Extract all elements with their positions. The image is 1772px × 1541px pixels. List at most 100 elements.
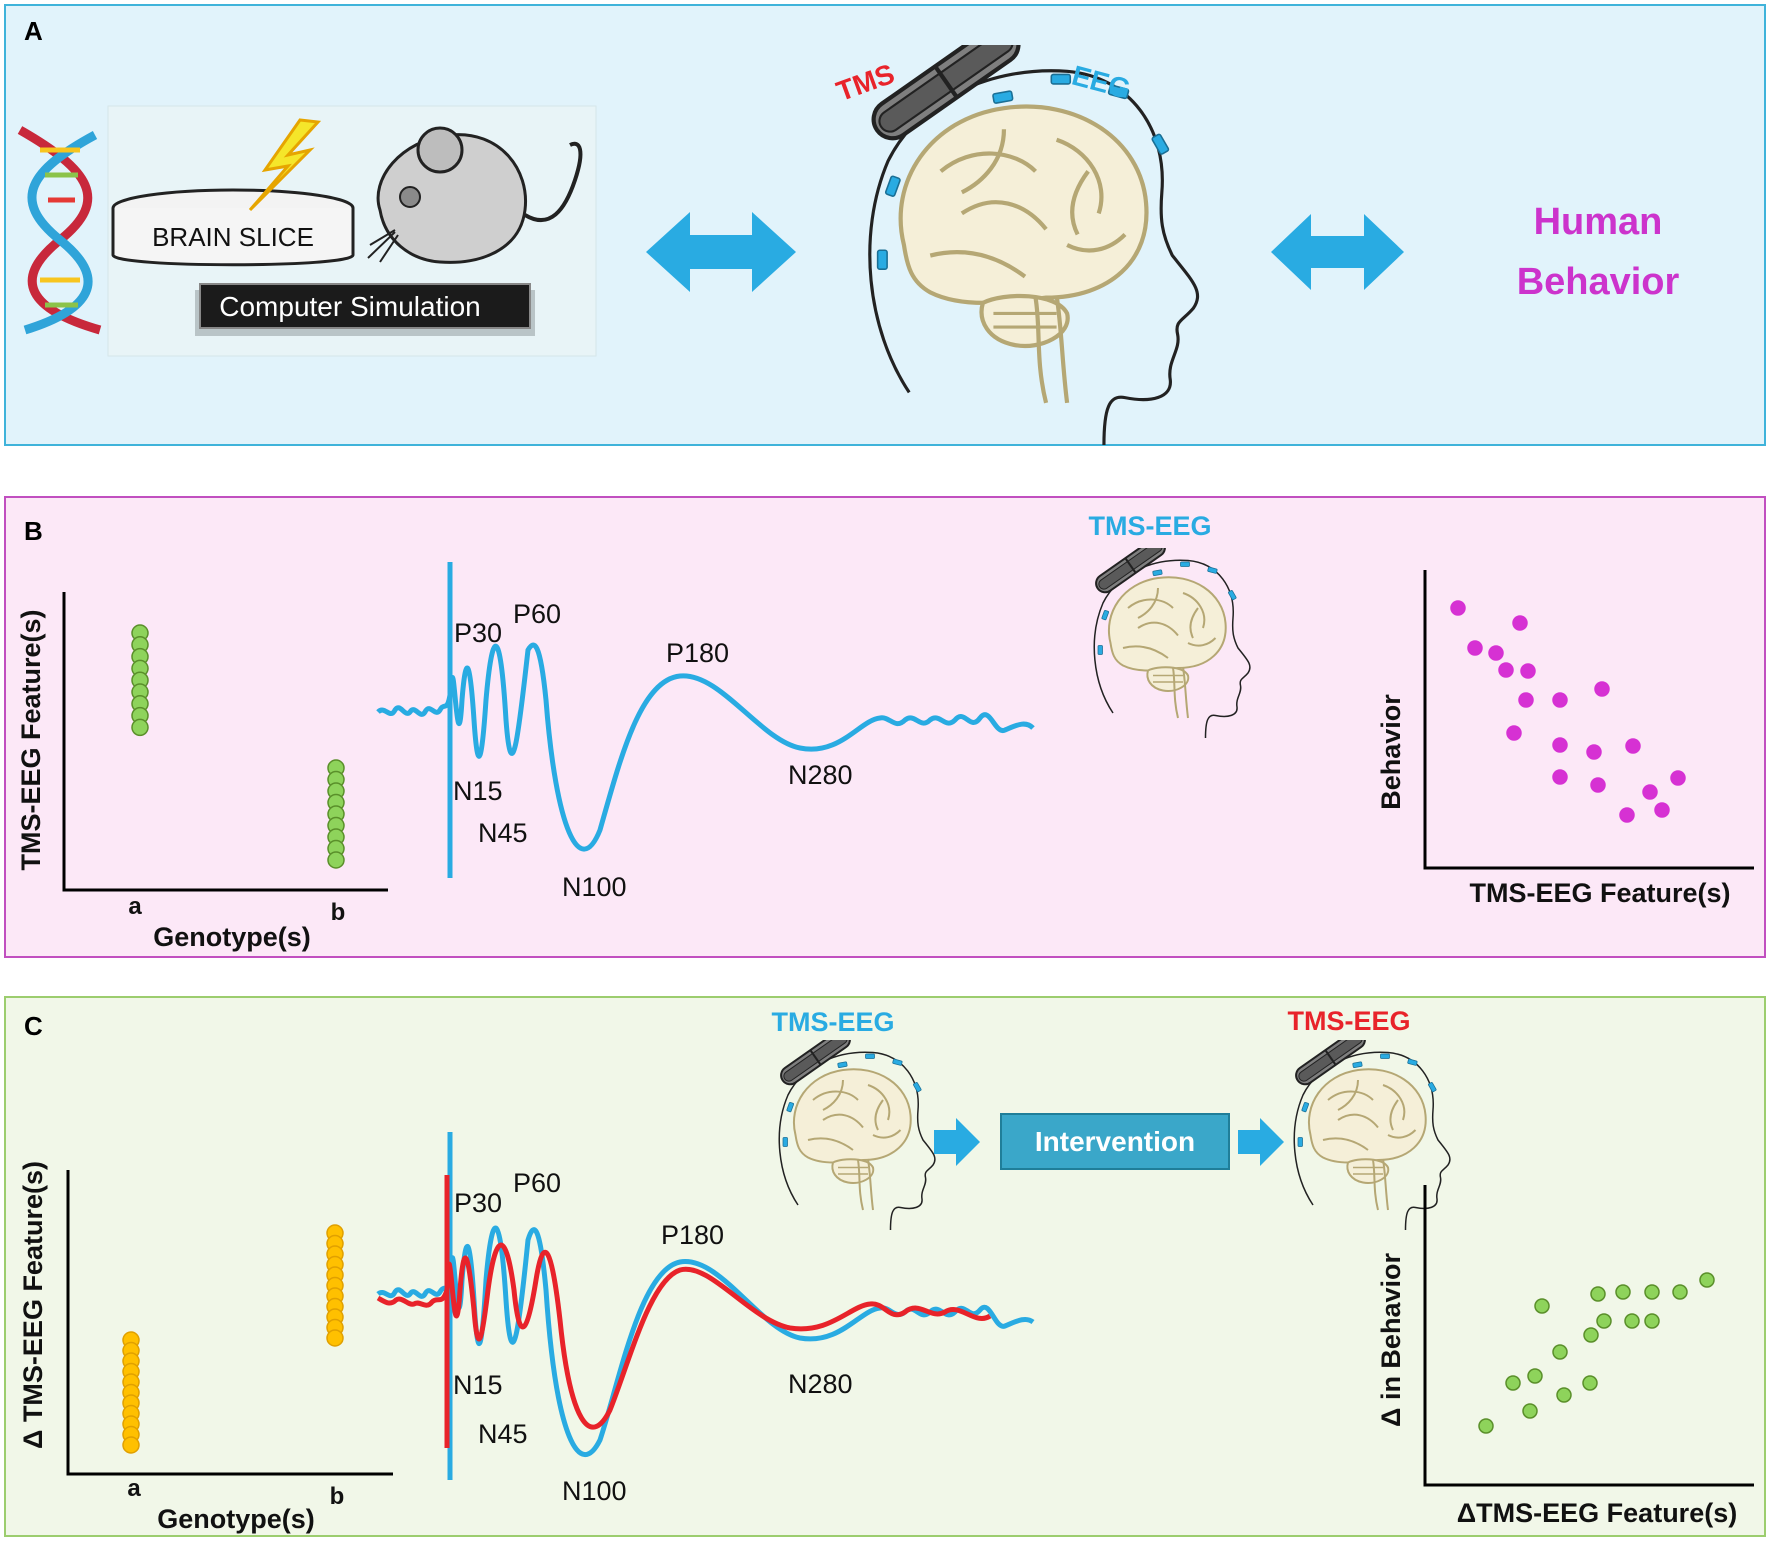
b-right-ylabel: Behavior [1376,694,1406,810]
human-behavior-line2: Behavior [1517,261,1680,303]
behavior-dot [1450,600,1466,616]
behavior-dot [1488,645,1504,661]
c-tms-eeg-head-before [776,1040,936,1230]
behavior-dot [1590,777,1606,793]
b-head-label: TMS-EEG [1088,511,1211,541]
behavior-dot [1512,615,1528,631]
genotype-b-dot [327,851,345,869]
c-peak-n280: N280 [788,1369,853,1399]
delta-behavior-dot [1505,1375,1521,1391]
c-peak-n15: N15 [453,1370,503,1400]
behavior-dot [1654,802,1670,818]
brain-slice-label: BRAIN SLICE [152,222,314,252]
delta-behavior-dot [1556,1387,1572,1403]
c-tep-waveform-before [376,1225,1035,1457]
delta-behavior-dot [1699,1272,1715,1288]
genotype-b-dot [326,1329,344,1347]
arrow-right-icon [1238,1118,1284,1166]
double-arrow-icon [1271,214,1404,290]
intervention-box [1000,1113,1230,1170]
b-peak-n100: N100 [562,872,627,902]
delta-behavior-dot [1644,1313,1660,1329]
b-behavior-scatter [1450,600,1686,823]
dna-icon [17,126,102,335]
sim-bar [199,283,531,329]
c-peak-n45: N45 [478,1419,528,1449]
genotype-a-dot [131,718,149,737]
b-tep-waveform [376,642,1035,852]
c-peak-p60: P60 [513,1168,561,1198]
b-right-axes [1423,570,1754,870]
b-right-xlabel: TMS-EEG Feature(s) [1469,878,1730,908]
c-left-axes [66,1170,393,1476]
c-behavior-scatter [1478,1272,1715,1434]
behavior-dot [1625,738,1641,754]
delta-behavior-dot [1552,1344,1568,1360]
b-genotype-dots [131,624,345,869]
delta-behavior-dot [1596,1313,1612,1329]
b-peak-p30: P30 [454,618,502,648]
c-right-ylabel: Δ in Behavior [1376,1253,1406,1427]
c-tep-waveform-after [376,1242,992,1430]
delta-behavior-dot [1644,1284,1660,1300]
behavior-dot [1619,807,1635,823]
eeg-label: EEG [1069,60,1134,105]
b-left-tick-a: a [128,893,142,920]
b-peak-n15: N15 [453,776,503,806]
behavior-dot [1498,662,1514,678]
delta-behavior-dot [1615,1284,1631,1300]
b-left-tick-b: b [331,899,346,926]
brain-slice-dish [111,188,355,267]
delta-behavior-dot [1583,1327,1599,1343]
arrow-right-icon [934,1118,980,1166]
panel-b-letter: B [24,516,43,546]
intervention-label: Intervention [1035,1126,1195,1157]
delta-behavior-dot [1624,1313,1640,1329]
delta-behavior-dot [1590,1286,1606,1302]
c-peak-p180: P180 [661,1220,724,1250]
c-left-ylabel: Δ TMS-EEG Feature(s) [18,1161,48,1449]
delta-behavior-dot [1534,1298,1550,1314]
panel-a-letter: A [24,16,43,46]
b-peak-n45: N45 [478,818,528,848]
delta-behavior-dot [1527,1368,1543,1384]
tms-eeg-head [866,18,1197,445]
mouse-icon [367,126,583,264]
lightning-icon [248,118,322,212]
behavior-dot [1552,692,1568,708]
panel-c-letter: C [24,1011,43,1041]
behavior-dot [1552,769,1568,785]
behavior-dot [1642,784,1658,800]
b-left-ylabel: TMS-EEG Feature(s) [16,609,46,870]
human-behavior-line1: Human [1534,201,1663,243]
computer-simulation-label: Computer Simulation [219,291,480,322]
delta-behavior-dot [1478,1418,1494,1434]
c-peak-p30: P30 [454,1188,502,1218]
c-right-axes [1423,1185,1754,1487]
behavior-dot [1594,681,1610,697]
b-peak-n280: N280 [788,760,853,790]
c-left-xlabel: Genotype(s) [157,1504,315,1534]
c-head-label-before: TMS-EEG [771,1007,894,1037]
behavior-dot [1670,770,1686,786]
panel-b [4,496,1766,958]
behavior-dot [1506,725,1522,741]
delta-behavior-dot [1672,1284,1688,1300]
c-left-tick-b: b [330,1483,345,1510]
c-peak-n100: N100 [562,1476,627,1506]
double-arrow-icon [646,212,796,292]
b-left-axes [62,592,388,892]
c-head-label-after: TMS-EEG [1287,1006,1410,1036]
c-genotype-dots [122,1224,344,1454]
b-left-xlabel: Genotype(s) [153,922,311,952]
delta-behavior-dot [1522,1403,1538,1419]
delta-behavior-dot [1582,1375,1598,1391]
b-peak-p180: P180 [666,638,729,668]
b-tms-eeg-head [1091,548,1251,738]
b-peak-p60: P60 [513,599,561,629]
behavior-dot [1552,737,1568,753]
behavior-dot [1520,663,1536,679]
genotype-a-dot [122,1436,140,1454]
c-right-xlabel: ΔTMS-EEG Feature(s) [1457,1498,1737,1528]
